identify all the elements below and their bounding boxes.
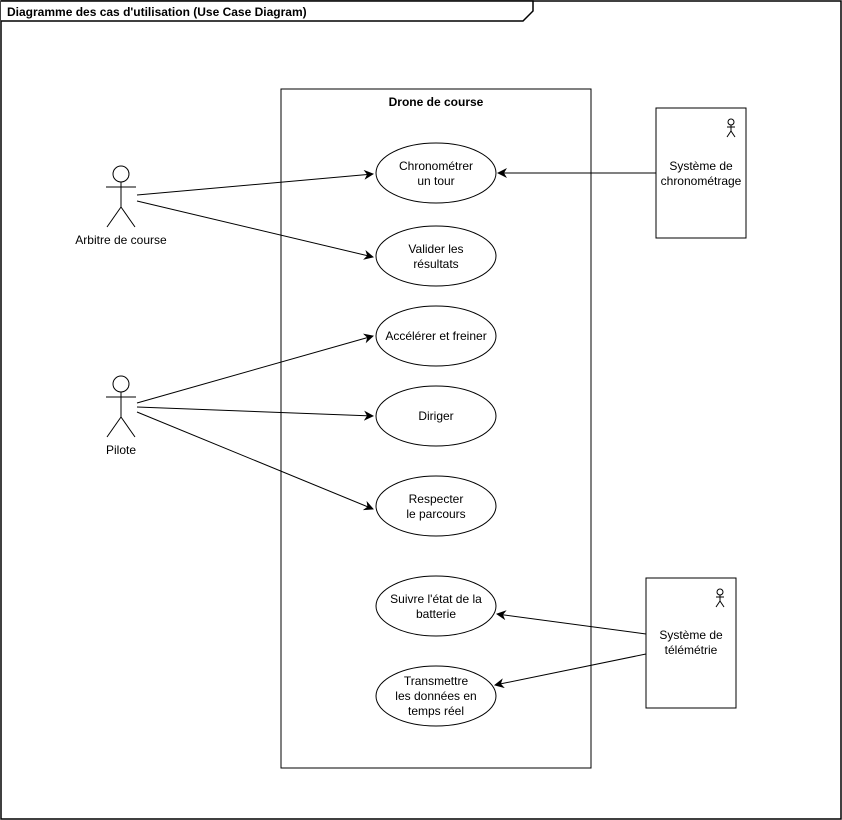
usecase-batterie[interactable] — [375, 575, 497, 637]
associations — [136, 168, 656, 689]
frame-title: Diagramme des cas d'utilisation (Use Cas… — [7, 5, 307, 19]
usecase-valider[interactable] — [375, 225, 497, 287]
system-actor-chronometrage-label-1: Système de — [669, 159, 733, 173]
usecase-batterie-label-1: Suivre l'état de la — [390, 592, 482, 606]
usecase-chronometrer-label-2: un tour — [417, 174, 454, 188]
usecase-chronometrer[interactable] — [375, 142, 497, 204]
usecase-chronometrer-label-1: Chronométrer — [399, 159, 473, 173]
stick-figure-icon — [726, 118, 736, 138]
system-actor-telemetrie[interactable] — [645, 577, 737, 709]
system-title: Drone de course — [389, 95, 484, 109]
usecase-accelerer[interactable] — [375, 305, 497, 367]
usecase-batterie-label-2: batterie — [416, 607, 456, 621]
usecase-transmettre-label-2: les données en — [395, 689, 476, 703]
assoc-arbitre-valider — [136, 200, 374, 260]
usecase-respecter[interactable] — [375, 475, 497, 537]
usecase-valider-label-2: résultats — [413, 257, 458, 271]
assoc-pilote-accelerer — [136, 333, 374, 404]
usecase-accelerer-label: Accélérer et freiner — [385, 329, 486, 343]
usecase-diriger[interactable] — [375, 385, 497, 447]
actor-arbitre-label: Arbitre de course — [75, 233, 167, 247]
usecase-diriger-label: Diriger — [418, 409, 453, 423]
usecase-respecter-label-1: Respecter — [409, 492, 464, 506]
actor-head-icon — [112, 165, 130, 183]
assoc-telemetrie-batterie — [496, 610, 647, 635]
usecase-transmettre[interactable] — [375, 665, 497, 727]
assoc-arbitre-chronometrer — [136, 169, 374, 196]
frame-title-tab — [1, 0, 534, 22]
actor-pilote[interactable] — [106, 375, 136, 438]
actor-head-icon — [112, 375, 130, 393]
assoc-pilote-diriger — [136, 406, 374, 421]
usecase-transmettre-label-1: Transmettre — [404, 674, 469, 688]
system-actor-chronometrage-label-2: chronométrage — [661, 174, 742, 188]
stick-figure-icon — [715, 588, 725, 608]
system-actor-telemetrie-label-1: Système de — [659, 628, 723, 642]
actor-arbitre[interactable] — [106, 165, 136, 228]
assoc-pilote-respecter — [136, 411, 374, 511]
usecase-respecter-label-2: le parcours — [406, 507, 465, 521]
actor-pilote-label: Pilote — [106, 443, 136, 457]
usecase-transmettre-label-3: temps réel — [408, 704, 464, 718]
usecase-valider-label-1: Valider les — [408, 242, 463, 256]
assoc-telemetrie-transmettre — [494, 653, 647, 689]
system-actor-telemetrie-label-2: télémétrie — [665, 643, 718, 657]
